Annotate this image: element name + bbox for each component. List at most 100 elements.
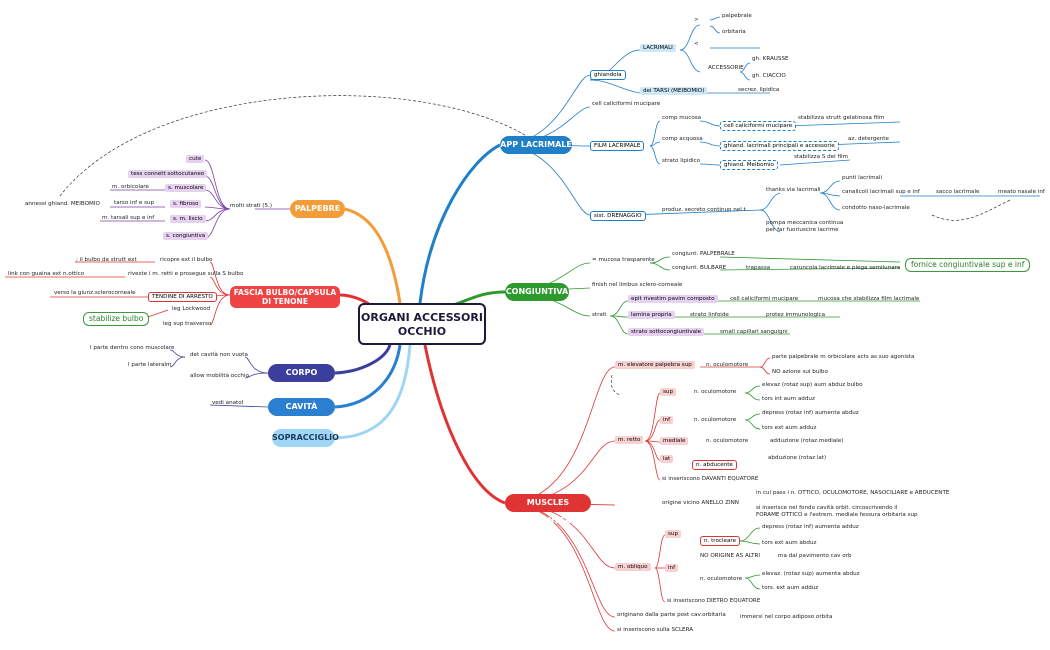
node-davanti-equatore: si inseriscono DAVANTI EQUATORE: [662, 476, 759, 482]
node-oculomotore-5: n. oculomotore: [700, 576, 743, 582]
node-trocleare: n. trocleare: [700, 536, 741, 546]
node-immersi: immersi nel corpo adiposo orbita: [740, 614, 833, 620]
node-cell-caliciformi: cell caliciformi mucipare: [592, 101, 661, 107]
node-elevaz-sup: elevaz. (rotaz sup) aumenta abduz: [762, 571, 860, 577]
node-tors-ext-abduz: tors ext aum abduz: [762, 540, 817, 546]
node-elevatore[interactable]: m. elevatore palpebra sup: [615, 361, 695, 369]
node-pompa-2: per far fuoriuscire lacrime: [766, 227, 839, 233]
branch-fascia-bulbo[interactable]: FASCIA BULBO/CAPSULA DI TENONE: [230, 286, 340, 308]
node-tess-connett[interactable]: tess connett sottocutaneo: [128, 170, 208, 178]
node-molti-strati: molti strati (5.): [230, 203, 273, 209]
node-fornice[interactable]: fornice congiuntivale sup e inf: [905, 258, 1031, 272]
node-abduzione: abduzione (rotaz lat): [768, 455, 827, 461]
node-stabilize-bulbo[interactable]: stabilize bulbo: [83, 312, 150, 326]
node-ricopre: ricopre ext il bulbo: [160, 257, 213, 263]
node-congiunt-bulbare: congiunt. BULBARE: [672, 265, 727, 271]
node-sclera: si inseriscono sulla SCLERA: [617, 627, 694, 633]
node-palpebrale: palpebrale: [722, 13, 752, 19]
node-leg-sup-trasverso: leg sup trasverso: [163, 321, 212, 327]
node-no-origine: NO ORIGINE AS ALTRI: [700, 553, 761, 559]
node-m-obliquo[interactable]: m. obliquo: [615, 563, 651, 571]
central-topic-line1: ORGANI ACCESSORI: [361, 311, 483, 324]
node-s-fibroso[interactable]: s. fibroso: [170, 200, 202, 208]
node-retto-sup[interactable]: sup: [660, 388, 677, 396]
node-punti-lacrimali: punti lacrimali: [842, 175, 883, 181]
node-m-orbicolare: m. orbicolare: [112, 184, 149, 190]
node-s-muscolare[interactable]: s. muscolare: [165, 184, 207, 192]
node-comp-mucosa: comp mucosa: [662, 115, 702, 121]
node-canalicoli: canalicoli lacrimali sup e inf: [842, 189, 920, 195]
node-strato-sottocong[interactable]: strato sottocongiuntivale: [628, 328, 705, 336]
node-vedi-anatol: vedi anatol: [212, 400, 244, 406]
node-s-m-liscio[interactable]: s. m. liscio: [170, 215, 206, 223]
node-oculomotore-4: n. oculomotore: [706, 438, 749, 444]
branch-muscles-estrinseci[interactable]: MUSCLES ESTRINSECI: [505, 494, 591, 525]
node-gt: >: [694, 17, 699, 23]
node-depress-abduz: depress (rotaz inf) aumenta abduz: [762, 410, 859, 416]
branch-palpebre[interactable]: PALPEBRE: [290, 200, 345, 218]
node-annessi-meibomio: annessi ghiand. MEIBOMIO: [25, 201, 100, 207]
node-parte-palpebrale: parte palpebrale m orbicolare acts as su…: [772, 354, 915, 360]
branch-corpo-adiposo[interactable]: CORPO ADIPOSO: [268, 364, 335, 395]
node-retto-mediale[interactable]: mediale: [660, 437, 689, 445]
node-trapassa: trapassa: [746, 265, 771, 271]
node-capillari: small capillari sanguigni: [720, 329, 788, 335]
node-ghiand-meibomio: ghiand. Meibomio: [720, 160, 778, 170]
node-parte-cono: l parte dentro cono muscolare: [90, 345, 175, 351]
branch-sopracciglio[interactable]: SOPRACCIGLIO: [272, 429, 339, 447]
node-ghiandola[interactable]: ghiandola: [590, 70, 626, 80]
node-obliquo-sup[interactable]: sup: [665, 530, 682, 538]
node-cell-calic-cong: cell caliciformi mucipare: [730, 296, 799, 302]
central-topic-line2: OCCHIO: [397, 325, 447, 338]
node-mucosa-stab: mucosa che stabilizza film lacrimale: [818, 296, 920, 302]
node-film-lacrimale[interactable]: FILM LACRIMALE: [590, 141, 645, 151]
node-stabilizza-s: stabilizza S del film: [794, 154, 849, 160]
node-protez-immuno: protez immunologica: [766, 312, 826, 318]
node-m-retto[interactable]: m. retto: [615, 436, 644, 444]
node-accessorie: ACCESSORIE: [708, 65, 744, 71]
node-strati: strati: [592, 312, 607, 318]
node-s-congiuntiva[interactable]: s. congiuntiva: [163, 232, 209, 240]
node-produz-secreto: produz. secreto continuo nel t: [662, 207, 746, 213]
node-thanks-via: thanks via lacrimali: [766, 187, 821, 193]
node-lt: <: [694, 41, 699, 47]
branch-cavita-orbitaria[interactable]: CAVITÀ ORBITARIA: [268, 398, 335, 429]
node-link-guaina: link con guaina ext n.ottico: [8, 271, 85, 277]
node-retto-inf[interactable]: inf: [660, 416, 674, 424]
branch-congiuntiva[interactable]: CONGIUNTIVA: [505, 283, 569, 301]
node-lacrimali[interactable]: LACRIMALI: [640, 44, 676, 52]
node-inserisce-1: si inserisce nel fondo cavità orbit. cir…: [756, 505, 898, 511]
node-pompa-1: pompa meccanica continua: [766, 220, 844, 226]
node-depress-adduz: depress (rotaz inf) aumenta adduz: [762, 524, 859, 530]
node-strato-linfoide: strato linfoide: [690, 312, 729, 318]
node-tarso: tarso inf e sup: [114, 200, 155, 206]
node-orbitaria: orbitaria: [722, 29, 746, 35]
node-det-cavita: det cavità non vuota: [190, 352, 248, 358]
node-comp-acquosa: comp acquosa: [662, 136, 703, 142]
node-tors-ext: tors ext aum adduz: [762, 425, 817, 431]
node-m-tarsali: m. tarsali sup e inf: [102, 215, 155, 221]
node-obliquo-inf[interactable]: inf: [665, 564, 679, 572]
node-abducente: n. abducente: [692, 460, 737, 470]
node-parte-lateralm: l parte lateralm: [128, 362, 172, 368]
node-lamina-propria[interactable]: lamina propria: [628, 311, 675, 319]
node-tendine-arresto: TENDINE DI ARRESTO: [148, 292, 217, 302]
node-retto-lat[interactable]: lat: [660, 455, 674, 463]
node-tarsi[interactable]: dei TARSI (MEIBOMIO): [640, 87, 708, 95]
node-meato-nasale: meato nasale inf: [998, 189, 1045, 195]
node-cute[interactable]: cute: [186, 155, 205, 163]
node-congiunt-palpebrale: congiunt. PALPEBRALE: [672, 251, 735, 257]
central-topic: ORGANI ACCESSORI OCCHIO: [358, 303, 486, 345]
node-bulbo-strutt: ; il bulbo da strutt ext: [76, 257, 137, 263]
node-stabilizza-film: stabilizza strutt gelatinosa film: [798, 115, 885, 121]
node-epit[interactable]: epit rivestim pavim composto: [628, 295, 718, 303]
node-ghiand-lacrimali: ghiand. lacrimali principali e accessori…: [720, 141, 839, 151]
branch-app-lacrimale[interactable]: APP LACRIMALE: [500, 136, 572, 154]
node-riveste: riveste i m. retti e prosegue sulla S bu…: [128, 271, 244, 277]
node-strato-lipidico: strato lipidico: [662, 158, 701, 164]
node-mucosa-trasparente: = mucosa trasparente: [592, 257, 655, 263]
node-sist-drenaggio[interactable]: sist. DRENAGGIO: [590, 211, 646, 221]
node-inserisce-2: FORAME OTTICO e l'estrem. mediale fessur…: [756, 512, 918, 518]
node-in-cui-pass: in cui pass i n. OTTICO, OCULOMOTORE, NA…: [756, 490, 950, 496]
